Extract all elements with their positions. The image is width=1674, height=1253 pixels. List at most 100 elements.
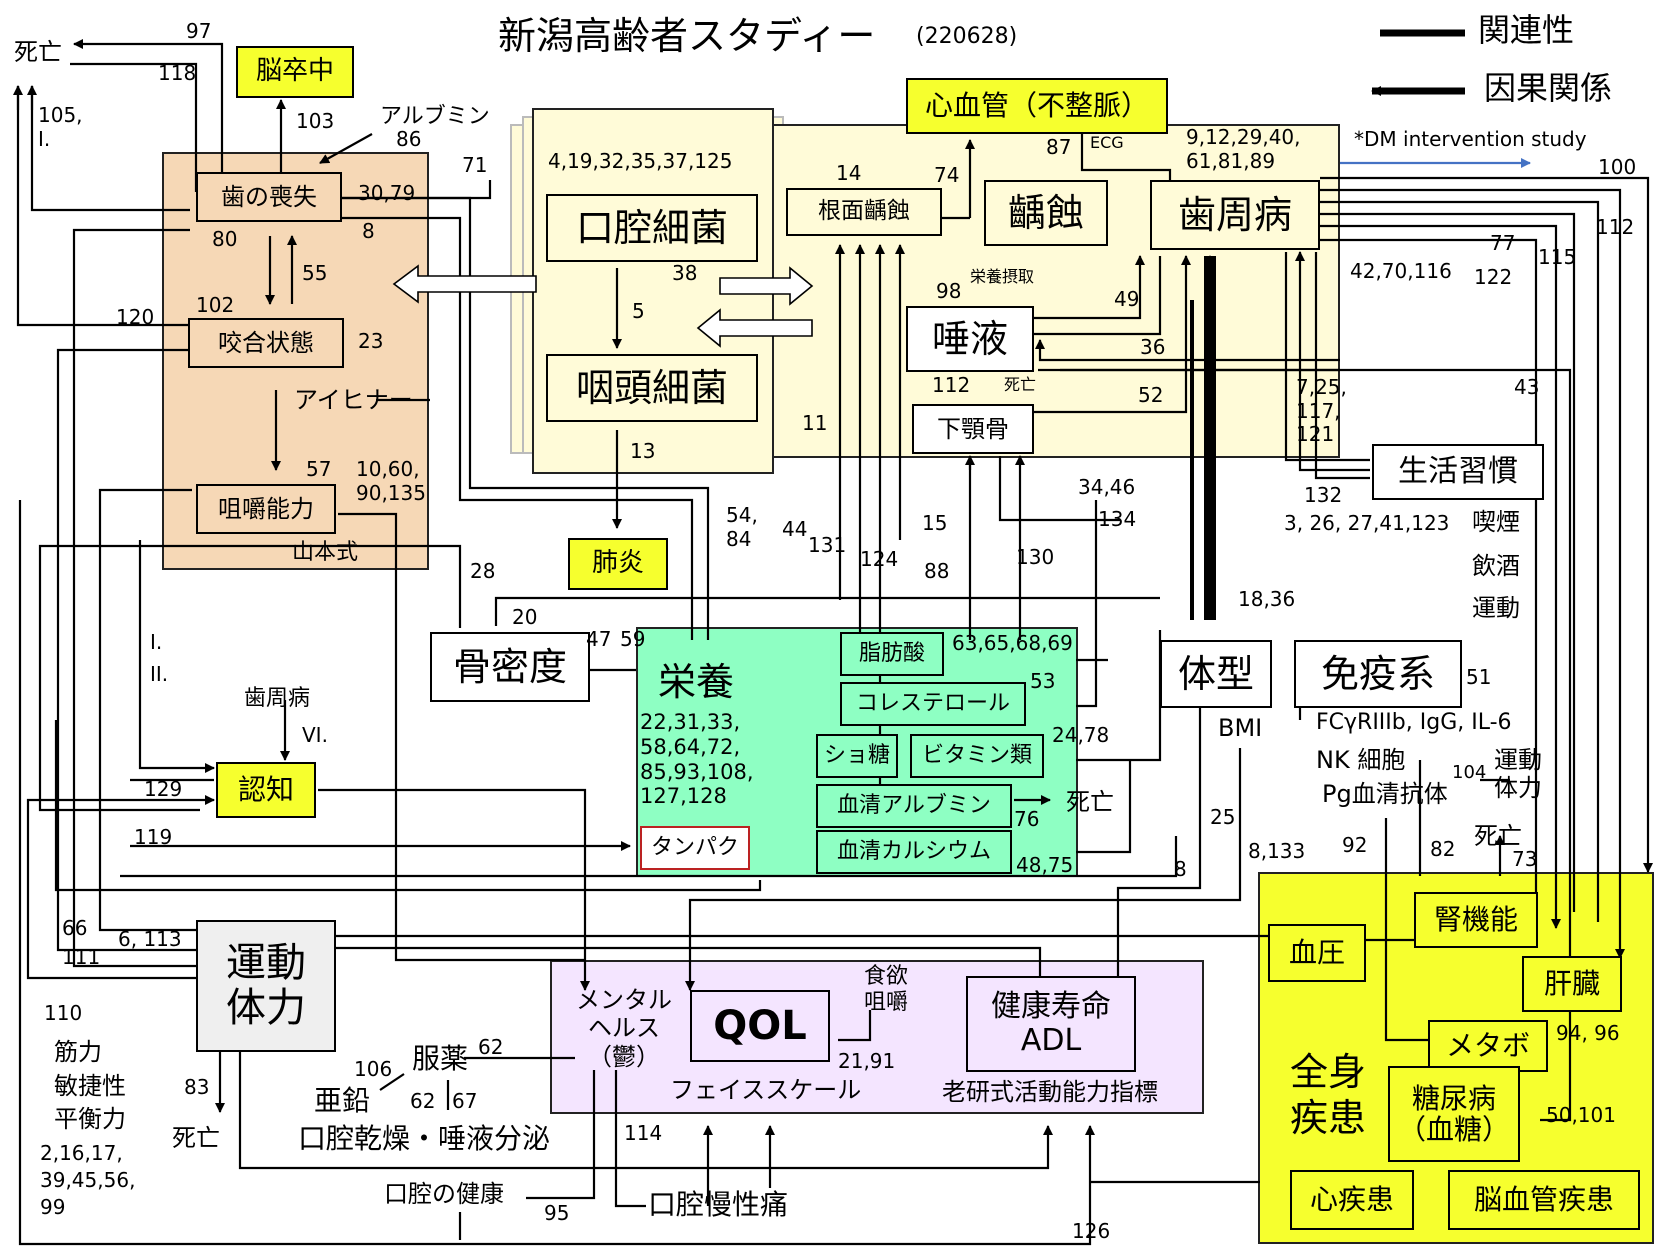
ref-76: 76 (1014, 807, 1040, 831)
ref-80: 80 (212, 227, 238, 251)
node-healthy-life: 健康寿命 ADL (966, 976, 1136, 1072)
ref-5: 5 (632, 299, 645, 323)
ref-6-113: 6, 113 (118, 927, 182, 951)
ref-92: 92 (1342, 833, 1368, 857)
ref-59: 59 (620, 627, 646, 651)
node-lifestyle: 生活習慣 (1372, 444, 1544, 500)
ref-7-25: 7,25, 117, 121 (1296, 375, 1347, 447)
ref-14: 14 (836, 161, 862, 185)
label-death-exercise: 死亡 (172, 1124, 220, 1152)
label-muscle: 筋力 敏捷性 平衡力 (54, 1038, 126, 1134)
ref-53: 53 (1030, 669, 1056, 693)
node-exercise: 運動 体力 (196, 920, 336, 1052)
ref-94-96: 94, 96 (1556, 1021, 1620, 1045)
legend-association-label: 関連性 (1478, 11, 1575, 49)
node-nutrition: 栄養 (658, 660, 735, 704)
node-body-type: 体型 (1160, 640, 1272, 708)
ref-55: 55 (302, 261, 328, 285)
node-kidney: 腎機能 (1414, 892, 1538, 948)
label-mental: メンタル ヘルス （鬱） (576, 986, 672, 1071)
ref-62b: 62 (410, 1089, 436, 1113)
node-protein: タンパク (640, 826, 750, 870)
ref-106: 106 (354, 1057, 393, 1081)
node-occlusion: 咬合状態 (188, 318, 344, 368)
label-bmi: BMI (1218, 714, 1263, 742)
label-systemic: 全身 疾患 (1290, 1050, 1367, 1140)
label-zinc: 亜鉛 (314, 1084, 371, 1117)
node-cardiovascular: 心血管（不整脈） (906, 78, 1168, 134)
node-chewing: 咀嚼能力 (196, 484, 336, 534)
ref-86: 86 (396, 127, 422, 151)
label-nk: NK 細胞 (1316, 746, 1406, 774)
ref-4-19: 4,19,32,35,37,125 (548, 149, 733, 173)
ref-95: 95 (544, 1201, 570, 1225)
label-ecg: ECG (1090, 133, 1124, 152)
ref-132: 132 (1304, 483, 1343, 507)
ref-28: 28 (470, 559, 496, 583)
label-medication: 服薬 (412, 1042, 469, 1075)
node-vitamins: ビタミン類 (910, 734, 1044, 778)
node-qol: QOL (690, 990, 830, 1062)
node-pharyngeal-bacteria: 咽頭細菌 (546, 354, 758, 422)
ref-25: 25 (1210, 805, 1236, 829)
hollow-arrow-left2 (696, 308, 813, 348)
ref-71: 71 (462, 153, 488, 177)
ref-24-78: 24,78 (1052, 723, 1110, 747)
ref-22-31: 22,31,33, 58,64,72, 85,93,108, 127,128 (640, 710, 754, 809)
ref-13: 13 (630, 439, 656, 463)
node-liver: 肝臓 (1522, 956, 1622, 1012)
node-metabolic: メタボ (1428, 1020, 1548, 1072)
node-saliva: 唾液 (906, 306, 1034, 372)
label-drinking: 飲酒 (1472, 552, 1520, 580)
label-immune-detail: FCγRIIIb, IgG, IL-6 (1316, 710, 1512, 735)
ref-21-91: 21,91 (838, 1049, 896, 1073)
ref-114: 114 (624, 1121, 663, 1145)
ref-23: 23 (358, 329, 384, 353)
ref-105: 105, I. (38, 103, 83, 151)
node-cholesterol: コレステロール (840, 682, 1026, 726)
ref-8a: 8 (362, 219, 375, 243)
ref-134: 134 (1098, 507, 1137, 531)
ref-47: 47 (586, 627, 612, 651)
node-cognition: 認知 (216, 762, 316, 818)
ref-34-46: 34,46 (1078, 475, 1136, 499)
label-oral-pain: 口腔慢性痛 (648, 1188, 789, 1221)
ref-49: 49 (1114, 287, 1140, 311)
label-albumin-top: アルブミン (380, 104, 490, 129)
label-nutrition-intake: 栄養摂取 (970, 267, 1035, 286)
hollow-arrow-left (392, 264, 537, 304)
ref-83: 83 (184, 1075, 210, 1099)
node-sucrose: ショ糖 (816, 734, 898, 778)
diagram-title: 新潟高齢者スタディー (498, 14, 876, 58)
node-caries: 齲蝕 (984, 180, 1108, 246)
eichner-label: アイヒナー (294, 386, 413, 414)
ref-30-79: 30,79 (358, 181, 416, 205)
node-oral-bacteria: 口腔細菌 (546, 194, 758, 262)
label-tmig: 老研式活動能力指標 (942, 1078, 1158, 1106)
ref-10-60: 10,60, 90,135 (356, 457, 426, 505)
ref-11: 11 (802, 411, 828, 435)
ref-131: 131 (808, 533, 847, 557)
ref-62a: 62 (478, 1035, 504, 1059)
ref-98: 98 (936, 279, 962, 303)
node-periodontal: 歯周病 (1150, 180, 1320, 250)
ref-67: 67 (452, 1089, 478, 1113)
ref-1-2: I. II. (150, 630, 169, 686)
label-pg: Pg血清抗体 (1322, 780, 1448, 808)
node-cerebrovascular: 脳血管疾患 (1448, 1170, 1640, 1230)
node-stroke: 脳卒中 (236, 46, 354, 98)
ref-15: 15 (922, 511, 948, 535)
node-root-caries: 根面齲蝕 (786, 188, 942, 236)
ref-43: 43 (1514, 375, 1540, 399)
node-fatty-acid: 脂肪酸 (840, 632, 944, 676)
ref-9-12: 9,12,29,40, 61,81,89 (1186, 125, 1301, 173)
ref-122: 122 (1474, 265, 1513, 289)
ref-54-84: 54, 84 (726, 503, 758, 551)
legend-causation-label: 因果関係 (1484, 69, 1613, 107)
ref-50-101: 50,101 (1546, 1103, 1616, 1127)
ref-130: 130 (1016, 545, 1055, 569)
ref-74: 74 (934, 163, 960, 187)
ref-110: 110 (44, 1001, 83, 1025)
